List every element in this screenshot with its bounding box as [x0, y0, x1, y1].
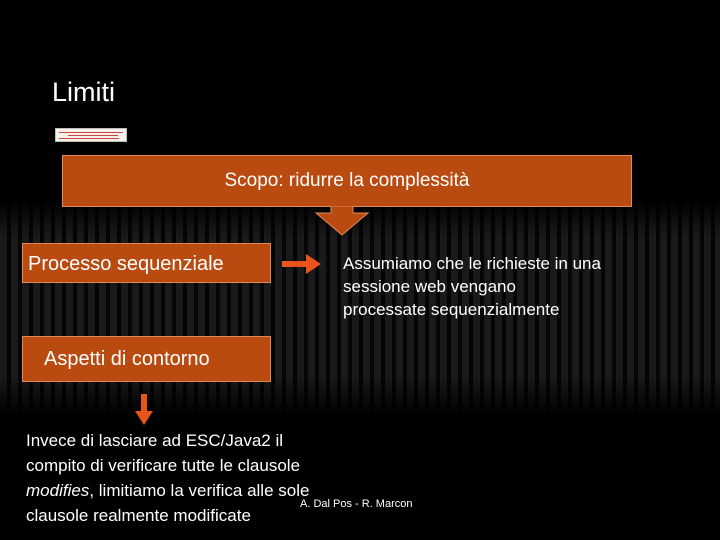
modifies-keyword: modifies — [26, 481, 90, 500]
down-arrow-icon — [314, 206, 370, 236]
right-arrow-icon — [282, 254, 321, 274]
instead-line-1: Invece di lasciare ad ESC/Java2 il — [26, 431, 284, 450]
university-logo-icon — [55, 128, 127, 142]
sequential-desc-line-3: processate sequenzialmente — [343, 300, 560, 319]
author-credit: A. Dal Pos - R. Marcon — [300, 498, 413, 510]
sequential-process-text: Processo sequenziale — [28, 253, 224, 275]
context-aspects-box: Aspetti di contorno — [22, 336, 271, 382]
sequential-desc-line-2: sessione web vengano — [343, 277, 516, 296]
sequential-desc-line-1: Assumiamo che le richieste in una — [343, 254, 601, 273]
slide-title: Limiti — [52, 77, 116, 107]
instead-line-4: clausole realmente modificate — [26, 506, 251, 525]
scope-text: Scopo: ridurre la complessità — [224, 170, 470, 191]
instead-line-2: compito di verificare tutte le clausole — [26, 456, 301, 475]
context-aspects-text: Aspetti di contorno — [44, 348, 210, 370]
instead-line-3-rest: , limitiamo la verifica alle sole — [89, 481, 310, 500]
sequential-process-box: Processo sequenziale — [22, 243, 271, 283]
down-arrow-icon — [135, 394, 153, 425]
instead-line-3: modifies, limitiamo la verifica alle sol… — [26, 481, 309, 501]
scope-box: Scopo: ridurre la complessità — [62, 155, 632, 207]
